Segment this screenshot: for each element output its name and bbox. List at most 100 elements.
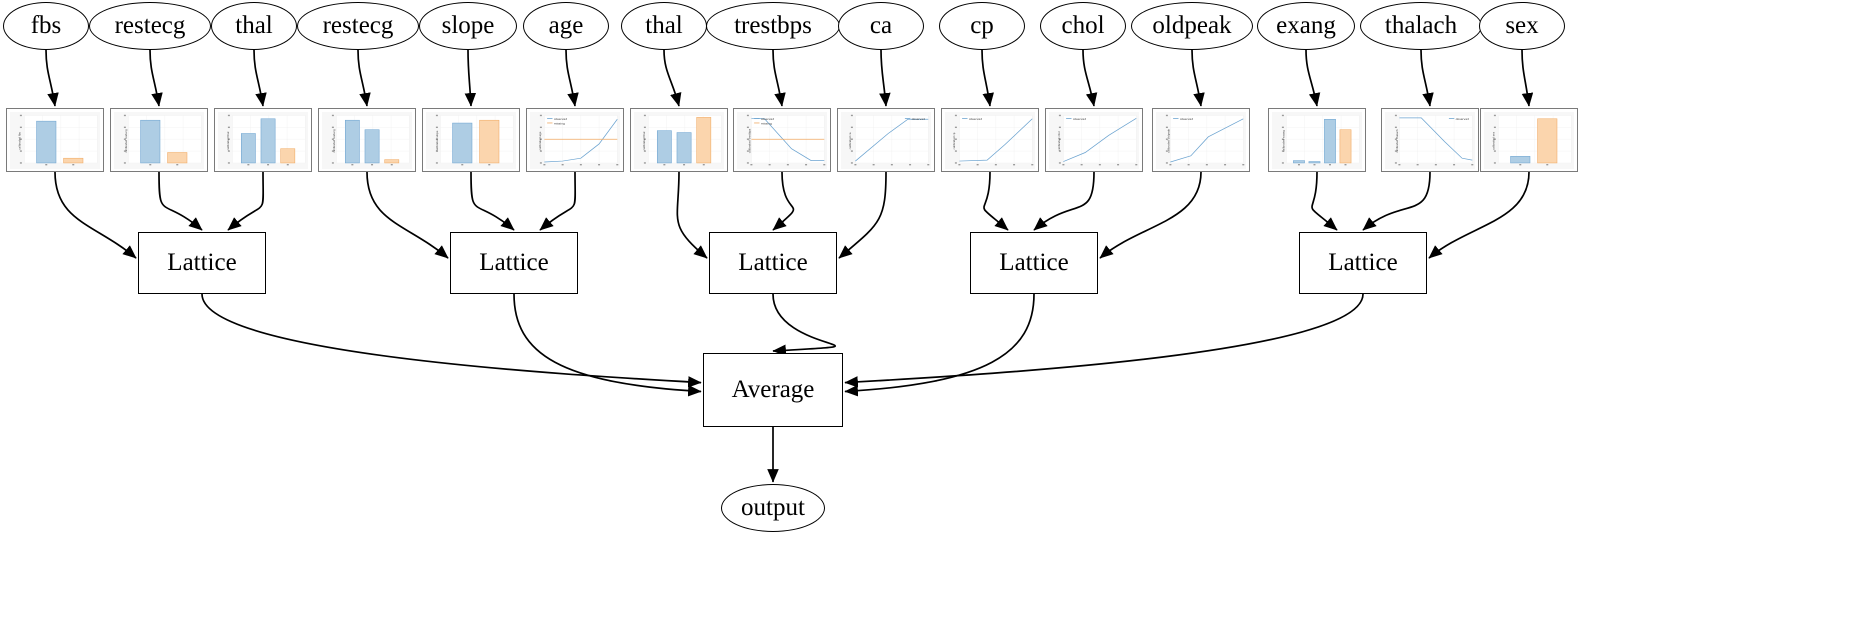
- svg-text:observed: observed: [1073, 117, 1087, 121]
- feature-node-oldpeak-11[interactable]: oldpeak: [1131, 2, 1253, 50]
- edge-calibration-to-lattice-4: [1362, 171, 1431, 231]
- edge-exang-to-calibration: [1305, 49, 1321, 107]
- svg-text:observed: observed: [912, 117, 926, 121]
- feature-node-label: trestbps: [734, 12, 812, 39]
- feature-node-age-5[interactable]: age: [523, 2, 609, 50]
- calibration-plot-sex-14[interactable]: calibrated sex: [1480, 108, 1578, 172]
- calibration-plot-ylabel: calibrated thalach: [1396, 128, 1400, 153]
- edge-calibration-to-lattice-0: [54, 171, 137, 259]
- feature-node-exang-12[interactable]: exang: [1257, 2, 1355, 50]
- lattice-node-2[interactable]: Lattice: [709, 232, 837, 294]
- edge-calibration-to-lattice-3: [983, 171, 1009, 231]
- feature-node-label: restecg: [114, 12, 186, 39]
- feature-node-label: thal: [235, 12, 273, 39]
- calibration-plot-canvas: calibrated thal: [218, 112, 308, 169]
- output-node[interactable]: output: [721, 484, 825, 532]
- edge-sex-to-calibration: [1521, 49, 1534, 107]
- calibration-plot-ylabel: calibrated restecg: [333, 128, 337, 153]
- feature-node-label: ca: [869, 12, 893, 39]
- calibration-plot-ca-8[interactable]: observed calibrated ca: [837, 108, 935, 172]
- calibration-plot-restecg-1[interactable]: calibrated restecg: [110, 108, 208, 172]
- edge-thalach-to-calibration: [1420, 49, 1434, 107]
- calibration-plot-canvas: calibrated exang: [1272, 112, 1362, 169]
- feature-node-thal-6[interactable]: thal: [621, 2, 707, 50]
- calibration-plot-thal-6[interactable]: calibrated thal: [630, 108, 728, 172]
- edge-calibration-to-lattice-4: [1428, 171, 1530, 259]
- edge-fbs-to-calibration: [45, 49, 59, 107]
- calibration-plot-ylabel: calibrated sex: [1492, 131, 1496, 150]
- feature-node-slope-4[interactable]: slope: [419, 2, 517, 50]
- edge-oldpeak-to-calibration: [1191, 49, 1205, 107]
- feature-node-label: thal: [645, 12, 683, 39]
- feature-node-label: chol: [1061, 12, 1105, 39]
- calibration-plot-canvas: calibrated fbs: [10, 112, 100, 169]
- calibration-plot-canvas: calibrated slope: [426, 112, 516, 169]
- edge-calibration-to-lattice-2: [838, 171, 887, 259]
- lattice-node-0[interactable]: Lattice: [138, 232, 266, 294]
- calibration-plot-canvas: observed calibrated chol: [1049, 112, 1139, 169]
- calibration-plot-ylabel: calibrated cp: [952, 132, 956, 149]
- feature-node-chol-10[interactable]: chol: [1040, 2, 1126, 50]
- feature-node-restecg-1[interactable]: restecg: [89, 2, 211, 50]
- lattice-node-4[interactable]: Lattice: [1299, 232, 1427, 294]
- lattice-node-1[interactable]: Lattice: [450, 232, 578, 294]
- calibration-plot-canvas: observed calibrated ca: [841, 112, 931, 169]
- feature-node-fbs-0[interactable]: fbs: [3, 2, 89, 50]
- svg-text:missing: missing: [554, 121, 565, 125]
- feature-node-cp-9[interactable]: cp: [939, 2, 1025, 50]
- feature-node-thal-2[interactable]: thal: [211, 2, 297, 50]
- edge-lattice-2-to-average: [772, 293, 836, 357]
- feature-node-sex-14[interactable]: sex: [1479, 2, 1565, 50]
- edge-calibration-to-lattice-1: [366, 171, 449, 259]
- feature-node-thalach-13[interactable]: thalach: [1360, 2, 1482, 50]
- feature-node-label: fbs: [30, 12, 62, 39]
- edge-restecg-to-calibration: [357, 49, 371, 107]
- edge-calibration-to-lattice-2: [676, 171, 708, 259]
- calibration-plot-fbs-0[interactable]: calibrated fbs: [6, 108, 104, 172]
- edge-thal-to-calibration: [663, 49, 682, 107]
- calibration-plot-exang-12[interactable]: calibrated exang: [1268, 108, 1366, 172]
- edge-restecg-to-calibration: [149, 49, 163, 107]
- feature-node-restecg-3[interactable]: restecg: [297, 2, 419, 50]
- calibration-plot-slope-4[interactable]: calibrated slope: [422, 108, 520, 172]
- svg-text:observed: observed: [1180, 117, 1194, 121]
- calibration-plot-ylabel: calibrated thal: [226, 131, 230, 150]
- calibration-plot-ylabel: calibrated restecg: [125, 128, 129, 153]
- calibration-plot-ylabel: calibrated chol: [1058, 130, 1062, 151]
- feature-node-label: thalach: [1384, 12, 1458, 39]
- calibration-plot-ylabel: calibrated exang: [1282, 129, 1286, 152]
- edge-lattice-3-to-average: [844, 293, 1035, 397]
- feature-node-ca-8[interactable]: ca: [838, 2, 924, 50]
- calibration-plot-thal-2[interactable]: calibrated thal: [214, 108, 312, 172]
- edge-calibration-to-lattice-4: [1311, 171, 1338, 231]
- calibration-plot-ylabel: calibrated ca: [848, 132, 852, 149]
- feature-node-trestbps-7[interactable]: trestbps: [706, 2, 840, 50]
- calibration-plot-ylabel: calibrated slope: [435, 130, 439, 151]
- calibration-plot-canvas: calibrated thal: [634, 112, 724, 169]
- calibration-plot-canvas: calibrated restecg: [322, 112, 412, 169]
- svg-text:observed: observed: [761, 117, 775, 121]
- feature-node-label: sex: [1505, 12, 1539, 39]
- edge-lattice-0-to-average: [201, 293, 702, 388]
- average-node[interactable]: Average: [703, 353, 843, 427]
- edge-calibration-to-lattice-2: [772, 171, 795, 231]
- calibration-plot-restecg-3[interactable]: calibrated restecg: [318, 108, 416, 172]
- edge-calibration-to-lattice-1: [470, 171, 515, 231]
- feature-node-label: cp: [970, 12, 994, 39]
- lattice-node-label: Lattice: [738, 249, 808, 276]
- calibration-plot-chol-10[interactable]: observed calibrated chol: [1045, 108, 1143, 172]
- calibration-plot-canvas: calibrated restecg: [114, 112, 204, 169]
- edge-thal-to-calibration: [253, 49, 267, 107]
- lattice-node-3[interactable]: Lattice: [970, 232, 1098, 294]
- svg-text:observed: observed: [554, 117, 568, 121]
- edge-slope-to-calibration: [464, 49, 477, 107]
